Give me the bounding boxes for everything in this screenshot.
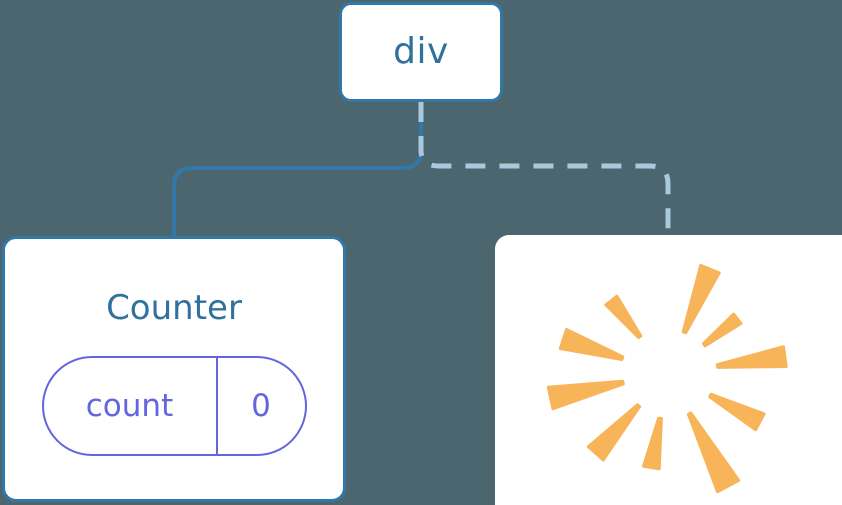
node-counter-label: Counter (106, 288, 242, 328)
sparkle-ray-0 (681, 263, 721, 335)
sparkle-ray-1 (701, 312, 743, 348)
sparkle-ray-8 (558, 328, 625, 361)
sparkle-ray-9 (604, 294, 643, 340)
node-counter[interactable]: Counter count 0 (2, 236, 346, 502)
sparkle-burst-icon (546, 263, 788, 494)
sparkle-ray-4 (686, 411, 741, 494)
node-sparkle-burst[interactable] (495, 235, 842, 505)
sparkle-ray-7 (546, 379, 625, 411)
sparkle-ray-3 (708, 392, 766, 432)
state-key-label: count (44, 358, 218, 454)
node-div[interactable]: div (339, 2, 503, 102)
sparkle-ray-2 (715, 345, 788, 369)
state-value-label: 0 (251, 387, 271, 424)
sparkle-ray-5 (642, 416, 663, 471)
sparkle-ray-6 (586, 403, 642, 462)
state-pill[interactable]: count 0 (41, 356, 307, 456)
edge-root-to-effect (418, 102, 671, 238)
edge-root-to-counter (172, 100, 423, 240)
node-div-label: div (393, 31, 449, 72)
